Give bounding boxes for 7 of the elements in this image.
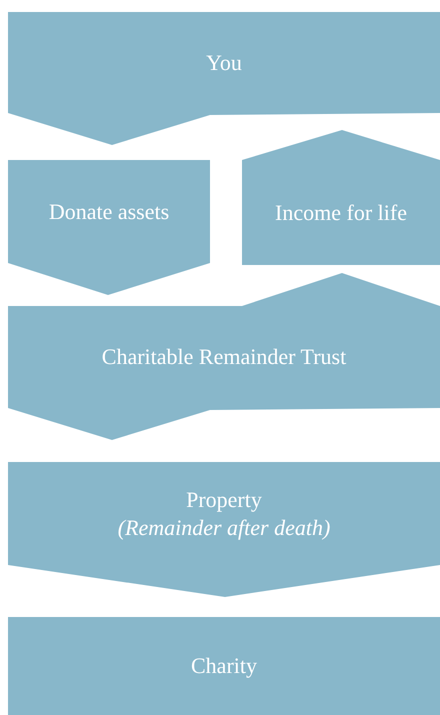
node-label: (Remainder after death) — [118, 514, 330, 542]
node-label: Property — [186, 486, 262, 514]
node-label: You — [206, 48, 242, 76]
node-label: Income for life — [275, 198, 407, 226]
node-label: Charity — [191, 652, 257, 680]
node-label: Charitable Remainder Trust — [102, 343, 346, 371]
node-label: Donate assets — [48, 198, 170, 226]
